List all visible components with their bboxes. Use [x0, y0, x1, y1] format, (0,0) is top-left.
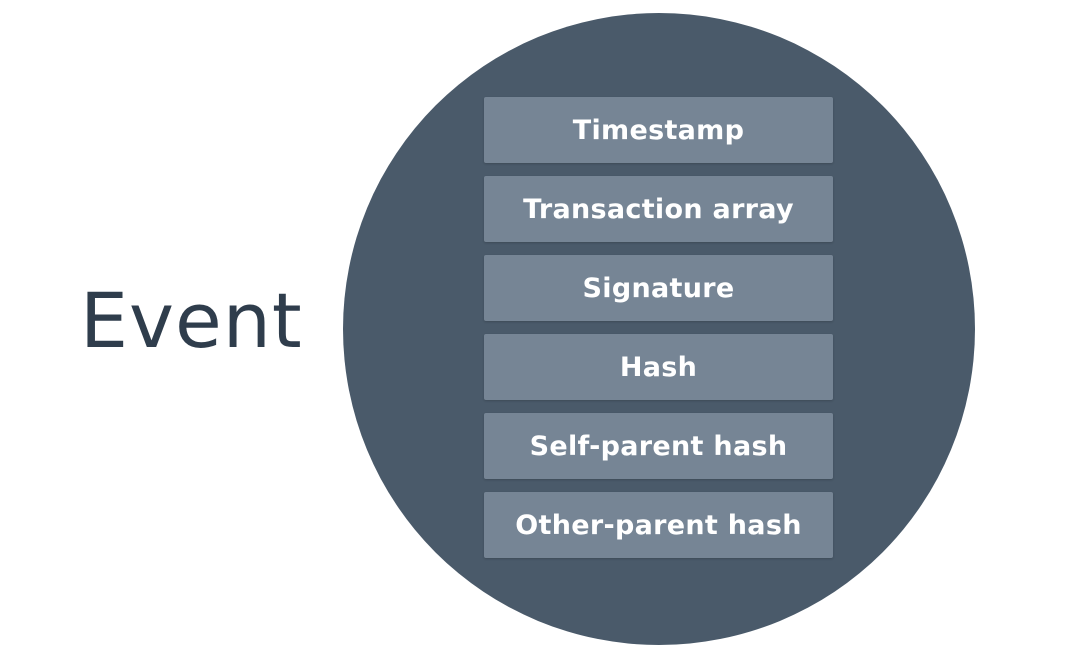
field-timestamp: Timestamp [484, 97, 833, 163]
event-field-list: Timestamp Transaction array Signature Ha… [484, 97, 833, 571]
field-label: Hash [619, 351, 698, 383]
field-transaction-array: Transaction array [484, 176, 833, 242]
field-label: Signature [582, 272, 735, 304]
field-self-parent-hash: Self-parent hash [484, 413, 833, 479]
field-label: Transaction array [523, 193, 794, 225]
field-label: Other-parent hash [515, 509, 802, 541]
field-label: Self-parent hash [529, 430, 788, 462]
event-title: Event [80, 276, 303, 365]
field-hash: Hash [484, 334, 833, 400]
field-signature: Signature [484, 255, 833, 321]
field-label: Timestamp [572, 114, 745, 146]
field-other-parent-hash: Other-parent hash [484, 492, 833, 558]
